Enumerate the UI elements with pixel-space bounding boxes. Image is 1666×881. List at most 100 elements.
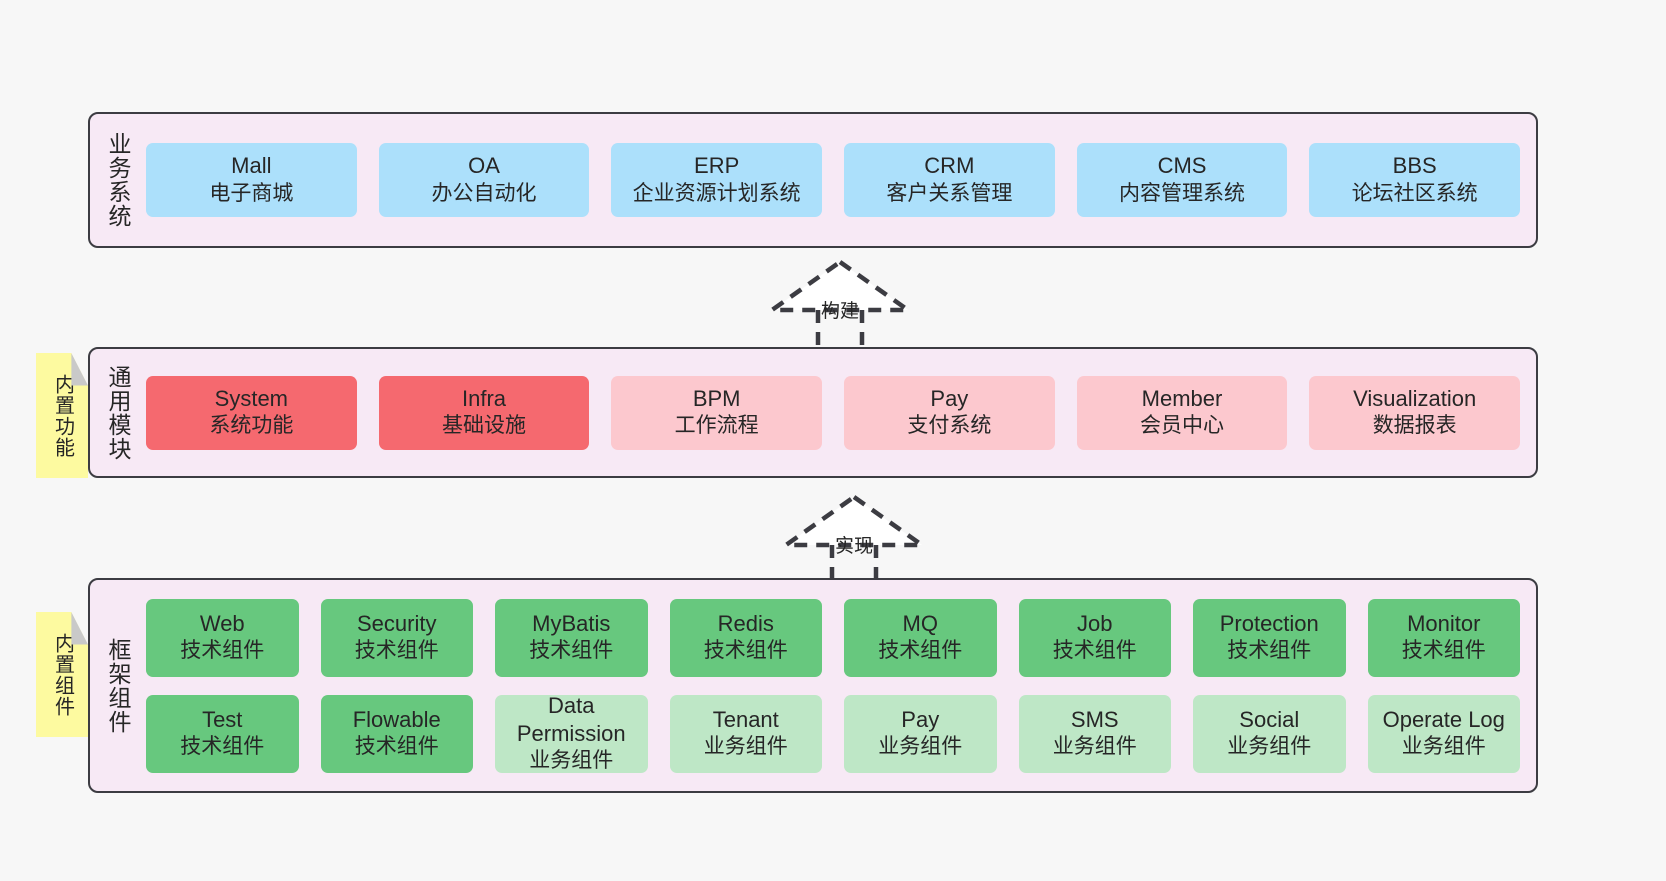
connector-label-build: 构建 [820, 301, 860, 322]
node-subtitle: 业务组件 [878, 735, 963, 759]
node-title: Visualization [1353, 385, 1477, 411]
node-mybatis[interactable]: MyBatis 技术组件 [495, 598, 648, 677]
layer-label-business-system: 业务系统 [105, 132, 132, 228]
node-infra[interactable]: Infra 基础设施 [378, 375, 590, 450]
node-title: Tenant [712, 706, 779, 732]
node-subtitle: 业务组件 [703, 735, 788, 759]
node-sms[interactable]: SMS 业务组件 [1018, 694, 1171, 773]
node-row: Mall 电子商城 OA 办公自动化 ERP 企业资源计划系统 CRM 客户关系… [146, 143, 1521, 217]
node-subtitle: 客户关系管理 [886, 181, 1013, 205]
node-title: Job [1077, 610, 1113, 636]
node-title: MQ [902, 610, 938, 636]
node-subtitle: 技术组件 [878, 639, 963, 663]
node-title: CMS [1157, 153, 1207, 179]
node-mall[interactable]: Mall 电子商城 [146, 143, 357, 217]
node-bbs[interactable]: BBS 论坛社区系统 [1309, 143, 1521, 217]
connector-build: 构建 [760, 258, 920, 348]
layer-framework-components: 框架组件 Web 技术组件 Security 技术组件 MyBatis 技术组件… [88, 578, 1538, 793]
node-title: Flowable [352, 706, 441, 732]
node-title: Pay [930, 385, 969, 411]
node-visualization[interactable]: Visualization 数据报表 [1309, 375, 1521, 450]
node-title: Data Permission [516, 692, 626, 747]
node-oa[interactable]: OA 办公自动化 [378, 143, 590, 217]
node-title: MyBatis [532, 610, 611, 636]
node-flowable[interactable]: Flowable 技术组件 [320, 694, 473, 773]
note-text: 内置组件 [51, 632, 74, 717]
node-data-permission[interactable]: Data Permission 业务组件 [495, 692, 648, 773]
node-title: Monitor [1407, 610, 1481, 636]
node-subtitle: 业务组件 [1401, 735, 1486, 759]
node-bpm[interactable]: BPM 工作流程 [611, 375, 823, 450]
node-tenant[interactable]: Tenant 业务组件 [669, 694, 822, 773]
node-operate-log[interactable]: Operate Log 业务组件 [1367, 694, 1520, 773]
node-subtitle: 内容管理系统 [1119, 181, 1246, 205]
node-security[interactable]: Security 技术组件 [320, 598, 473, 677]
node-subtitle: 业务组件 [1227, 735, 1312, 759]
node-title: Infra [461, 385, 507, 411]
node-subtitle: 电子商城 [209, 181, 294, 205]
node-subtitle: 技术组件 [1401, 639, 1486, 663]
layer-label-framework-components: 框架组件 [105, 637, 132, 734]
note-fold-corner-icon [71, 612, 88, 645]
connector-realize: 实现 [774, 493, 934, 583]
note-text: 内置功能 [51, 373, 74, 458]
node-subtitle: 业务组件 [1052, 735, 1137, 759]
note-built-in-components: 内置组件 [36, 612, 88, 737]
note-fold-corner-icon [71, 353, 88, 386]
node-subtitle: 办公自动化 [431, 181, 537, 205]
connector-stem [815, 310, 865, 348]
node-title: BPM [692, 385, 741, 411]
node-title: ERP [694, 153, 740, 179]
layer-business-system: 业务系统 Mall 电子商城 OA 办公自动化 ERP 企业资源计划系统 CRM… [88, 112, 1538, 248]
node-subtitle: 论坛社区系统 [1351, 181, 1478, 205]
node-title: System [214, 385, 289, 411]
layer-body-business-system: Mall 电子商城 OA 办公自动化 ERP 企业资源计划系统 CRM 客户关系… [146, 114, 1536, 246]
node-subtitle: 技术组件 [180, 639, 265, 663]
node-subtitle: 业务组件 [529, 749, 614, 773]
generalization-arrowhead [778, 494, 930, 548]
node-subtitle: 企业资源计划系统 [632, 181, 801, 205]
node-social[interactable]: Social 业务组件 [1193, 694, 1346, 773]
note-built-in-functions: 内置功能 [36, 353, 88, 478]
node-title: Member [1141, 385, 1223, 411]
node-pay-component[interactable]: Pay 业务组件 [844, 694, 997, 773]
connector-label-realize: 实现 [834, 536, 874, 557]
node-system[interactable]: System 系统功能 [146, 375, 357, 450]
generalization-arrowhead [764, 259, 916, 313]
node-title: BBS [1392, 153, 1437, 179]
node-row: System 系统功能 Infra 基础设施 BPM 工作流程 Pay 支付系统… [146, 375, 1521, 450]
node-title: Pay [901, 706, 940, 732]
node-redis[interactable]: Redis 技术组件 [669, 598, 822, 677]
node-title: Redis [717, 610, 774, 636]
node-subtitle: 技术组件 [354, 735, 439, 759]
node-web[interactable]: Web 技术组件 [146, 598, 299, 677]
node-title: Test [202, 706, 243, 732]
node-subtitle: 工作流程 [674, 414, 759, 438]
node-pay[interactable]: Pay 支付系统 [844, 375, 1055, 450]
node-title: Mall [231, 153, 272, 179]
layer-common-modules: 通用模块 System 系统功能 Infra 基础设施 BPM 工作流程 Pay… [88, 347, 1538, 478]
node-title: Web [199, 610, 245, 636]
node-subtitle: 支付系统 [907, 414, 992, 438]
node-erp[interactable]: ERP 企业资源计划系统 [611, 143, 823, 217]
node-subtitle: 技术组件 [354, 639, 439, 663]
node-protection[interactable]: Protection 技术组件 [1193, 598, 1346, 677]
node-job[interactable]: Job 技术组件 [1018, 598, 1171, 677]
layer-label-common-modules: 通用模块 [105, 364, 132, 461]
node-subtitle: 技术组件 [1052, 639, 1137, 663]
node-title: Protection [1219, 610, 1319, 636]
node-title: CRM [924, 153, 975, 179]
node-subtitle: 基础设施 [442, 414, 526, 438]
node-row: Web 技术组件 Security 技术组件 MyBatis 技术组件 Redi… [146, 598, 1520, 677]
node-subtitle: 技术组件 [1227, 639, 1312, 663]
node-title: OA [468, 153, 500, 179]
node-mq[interactable]: MQ 技术组件 [844, 598, 997, 677]
node-test[interactable]: Test 技术组件 [146, 694, 299, 773]
node-cms[interactable]: CMS 内容管理系统 [1076, 143, 1288, 217]
node-member[interactable]: Member 会员中心 [1076, 375, 1288, 450]
node-monitor[interactable]: Monitor 技术组件 [1367, 598, 1520, 677]
node-title: SMS [1070, 706, 1119, 732]
node-crm[interactable]: CRM 客户关系管理 [844, 143, 1055, 217]
node-subtitle: 技术组件 [180, 735, 265, 759]
node-subtitle: 系统功能 [209, 414, 294, 438]
